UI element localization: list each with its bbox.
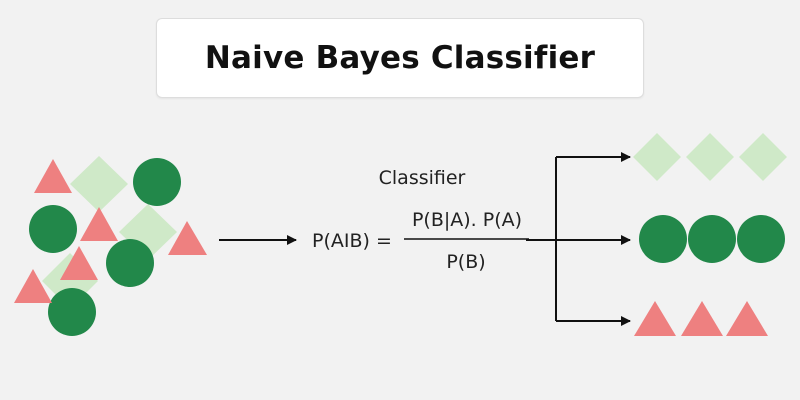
diamond-icon — [70, 156, 128, 212]
circle-icon — [48, 288, 96, 336]
formula-left: P(AIB) = — [312, 230, 392, 252]
triangle-icon — [34, 159, 72, 193]
diamond-icon — [686, 133, 734, 181]
output-row-circles — [639, 215, 785, 263]
classifier-label: Classifier — [379, 167, 466, 189]
circle-icon — [106, 239, 154, 287]
triangle-icon — [14, 269, 52, 303]
circle-icon — [688, 215, 736, 263]
diamond-icon — [633, 133, 681, 181]
triangle-icon — [726, 301, 768, 336]
triangle-icon — [60, 246, 98, 280]
triangle-icon — [681, 301, 723, 336]
page-title: Naive Bayes Classifier — [204, 40, 596, 76]
branch-connector — [526, 152, 631, 326]
classifier-formula: Classifier P(AIB) = P(B|A). P(A) P(B) — [312, 167, 529, 273]
output-row-triangles — [634, 301, 768, 336]
circle-icon — [639, 215, 687, 263]
formula-denominator: P(B) — [446, 251, 485, 273]
circle-icon — [133, 158, 181, 206]
circle-icon — [29, 205, 77, 253]
triangle-icon — [634, 301, 676, 336]
title-box: Naive Bayes Classifier — [156, 18, 644, 98]
formula-numerator: P(B|A). P(A) — [412, 209, 522, 231]
input-cluster — [14, 156, 207, 336]
diamond-icon — [739, 133, 787, 181]
circle-icon — [737, 215, 785, 263]
triangle-icon — [168, 221, 207, 255]
output-row-diamonds — [633, 133, 787, 181]
triangle-icon — [80, 207, 118, 241]
